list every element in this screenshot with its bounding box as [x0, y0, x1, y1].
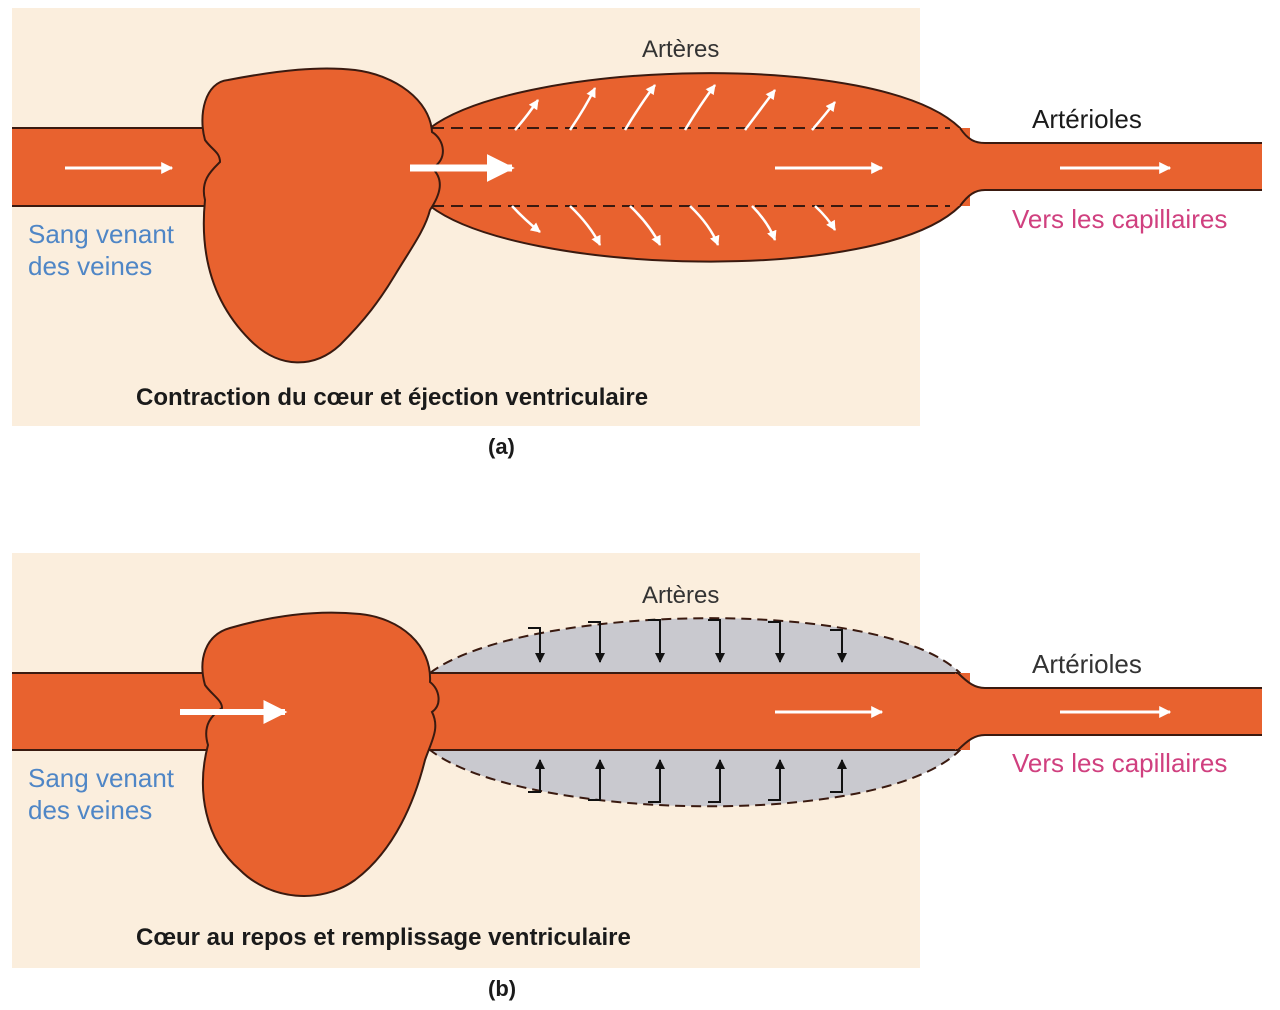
label-sang-venant-a: Sang venant des veines [28, 218, 174, 282]
panel-letter-a: (a) [488, 436, 515, 458]
label-vers-capillaires-a: Vers les capillaires [1012, 206, 1227, 232]
label-arteres-a: Artères [642, 38, 719, 62]
heart-contracting-a [202, 68, 442, 362]
caption-b: Cœur au repos et remplissage ventriculai… [136, 926, 631, 950]
label-sang-venant-b: Sang venant des veines [28, 762, 174, 826]
artery-channel-b [430, 673, 970, 750]
label-sang-line2-b: des veines [28, 794, 174, 826]
label-vers-capillaires-b: Vers les capillaires [1012, 750, 1227, 776]
label-arteres-b: Artères [642, 584, 719, 608]
heart-resting-b [202, 613, 438, 896]
label-arterioles-a: Artérioles [1032, 106, 1142, 132]
label-arterioles-b: Artérioles [1032, 651, 1142, 677]
label-sang-line2-a: des veines [28, 250, 174, 282]
caption-a: Contraction du cœur et éjection ventricu… [136, 386, 648, 410]
label-sang-line1-b: Sang venant [28, 762, 174, 794]
label-sang-line1-a: Sang venant [28, 218, 174, 250]
panel-letter-b: (b) [488, 978, 516, 1000]
